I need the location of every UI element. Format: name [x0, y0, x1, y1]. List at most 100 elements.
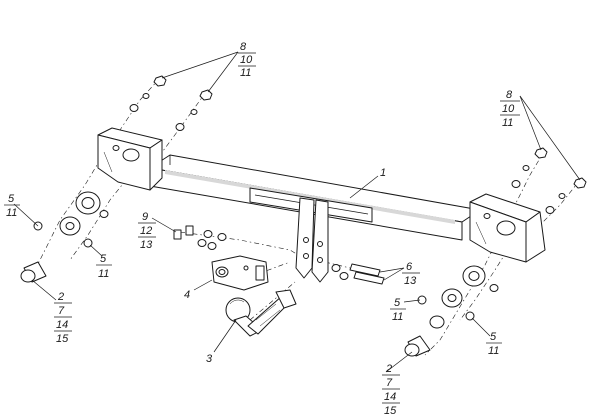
bolt-right [404, 335, 431, 357]
leader-c6-b [383, 267, 405, 281]
callout-14-left: 14 [56, 319, 68, 331]
tongue-hole-3 [317, 241, 323, 247]
callout-8-left: 8 [240, 41, 247, 53]
leader-c1 [349, 175, 379, 199]
tongue-hole-2 [303, 253, 309, 259]
right-bracket-hole-large [496, 220, 516, 236]
left-bracket-face [149, 139, 163, 191]
spacer-right-bore [468, 271, 480, 281]
leader-c5-left-bottom [89, 244, 103, 257]
washer-right-b [511, 180, 521, 188]
spacer-left-bore [81, 197, 95, 209]
callout-11-left: 11 [240, 67, 251, 79]
center-washer-d [217, 233, 227, 241]
callout-11-right-b: 11 [488, 345, 499, 357]
washer-left-d [175, 123, 185, 131]
center-washer-e [331, 264, 341, 272]
axis-left-lower [69, 149, 151, 261]
callout-10-left: 10 [240, 54, 253, 66]
socket-plate-label [255, 265, 265, 281]
tongue-hole-4 [317, 257, 323, 263]
nut-left-b [199, 89, 213, 101]
callout-2-right: 2 [385, 363, 392, 375]
nut-right-b [573, 177, 587, 189]
callout-4: 4 [184, 289, 190, 301]
center-hardware [173, 225, 385, 285]
square-nut-b [185, 225, 194, 236]
leader-c6-a [379, 267, 405, 273]
socket-plate-rivet [243, 265, 249, 271]
callout-11-right: 11 [502, 117, 513, 129]
callout-11-left-top: 11 [6, 207, 17, 219]
washer-right-mid [429, 315, 445, 329]
washer-right-d [545, 206, 555, 214]
callout-labels: 1 8 10 11 8 10 11 5 11 5 11 2 7 14 15 9 … [4, 41, 520, 417]
washer-left-b [129, 104, 139, 112]
tongue-hole-1 [303, 237, 309, 243]
axis-right-lower [459, 229, 521, 321]
callout-5-left-bottom: 5 [100, 253, 107, 265]
leader-c3 [213, 319, 237, 353]
center-washer-f [339, 272, 349, 280]
nut-right-a [534, 147, 548, 159]
callout-9: 9 [142, 211, 148, 223]
center-bolt-b [353, 271, 385, 285]
callout-5-right-a: 5 [394, 297, 401, 309]
axis-left-upper [34, 77, 161, 271]
callout-14-right: 14 [384, 391, 396, 403]
leader-c5-right-a [403, 299, 421, 303]
callout-15-left: 15 [56, 333, 69, 345]
left-hardware [20, 75, 213, 283]
washer-left-small [99, 210, 109, 218]
ball-mount-hatch-2 [259, 309, 281, 327]
ball-mount-bracket [275, 289, 297, 309]
leader-lines [13, 51, 581, 373]
center-bolt-a [349, 263, 381, 277]
axis-left-upper-2 [159, 91, 207, 156]
washer-right-big-bore [447, 294, 457, 302]
washer-right-a [522, 165, 530, 171]
tongue-plates [295, 197, 329, 283]
callout-13-center-right: 13 [404, 275, 417, 287]
assembly-axes [34, 77, 581, 356]
callout-13-center-left: 13 [140, 239, 153, 251]
tow-ball-shading [229, 299, 245, 305]
socket-plate [211, 255, 269, 291]
callout-7-left: 7 [58, 305, 65, 317]
center-washer-b [207, 242, 217, 250]
callout-5-left-top: 5 [8, 193, 15, 205]
leader-c4 [193, 279, 213, 291]
washer-right-small [489, 284, 499, 292]
washer-left-c [190, 109, 198, 115]
callout-15-right: 15 [384, 405, 397, 417]
leader-c5-left-top [13, 203, 39, 227]
square-nut-a [173, 229, 182, 240]
socket-plate-hole-inner [218, 269, 226, 275]
right-hardware [404, 147, 587, 357]
nut-left-a [153, 75, 167, 87]
callout-12: 12 [140, 225, 152, 237]
center-washer-c [203, 230, 213, 238]
left-bracket [97, 127, 163, 191]
bolt-left [20, 261, 47, 283]
callout-3: 3 [206, 353, 213, 365]
washer-right-c [558, 193, 566, 199]
callout-5-right-b: 5 [490, 331, 497, 343]
axis-right-upper-2 [539, 179, 581, 226]
leader-c8-left-b [207, 51, 239, 93]
right-bracket-hole-small [483, 213, 491, 219]
callout-11-left-bottom: 11 [98, 268, 109, 280]
washer-left-big-bore [65, 222, 75, 230]
left-bracket-hole-large [122, 148, 140, 162]
callout-8-right: 8 [506, 89, 513, 101]
leader-c9 [151, 217, 177, 233]
callout-6: 6 [406, 261, 413, 273]
callout-1: 1 [380, 167, 386, 179]
leader-c5-right-b [471, 317, 491, 337]
right-bracket [469, 193, 546, 263]
leader-c8-right-a [519, 95, 542, 151]
callout-2-left: 2 [57, 291, 64, 303]
beam-highlight [165, 170, 455, 224]
